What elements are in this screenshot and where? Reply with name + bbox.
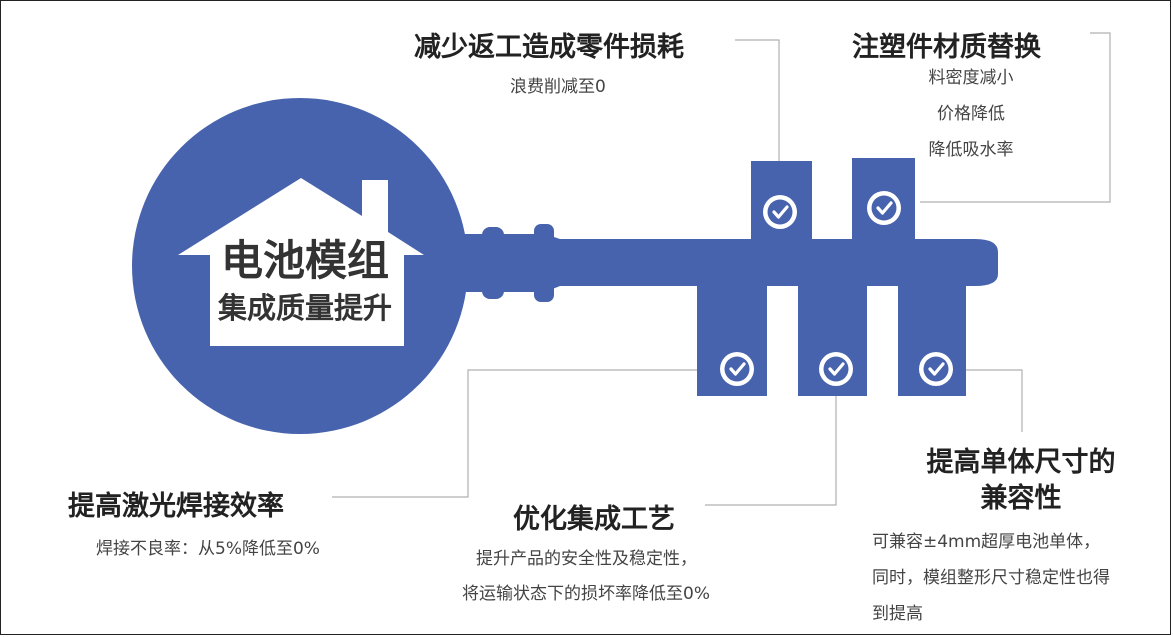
check-circle-icon <box>867 191 901 225</box>
benefit-title-5-line-1: 提高单体尺寸的 <box>926 447 1116 478</box>
connector-line-4 <box>705 375 837 506</box>
benefit-detail-5-line-1: 可兼容±4mm超厚电池单体， <box>872 532 1101 552</box>
benefit-detail-4-line-1: 提升产品的安全性及稳定性， <box>476 549 697 569</box>
connector-lines <box>332 32 1111 506</box>
benefit-title-4: 优化集成工艺 <box>513 504 675 535</box>
benefit-detail-5-line-3: 到提高 <box>872 604 923 624</box>
key-shaft <box>450 234 998 292</box>
benefit-detail-1-line-1: 浪费削减至0 <box>510 77 606 97</box>
check-circle-icon <box>819 352 853 386</box>
benefit-title-1: 减少返工造成零件损耗 <box>414 32 684 63</box>
benefit-title-5-line-2: 兼容性 <box>980 483 1062 514</box>
connector-line-1 <box>735 39 780 200</box>
connector-line-3 <box>332 369 730 498</box>
check-circle-icon <box>720 352 754 386</box>
connector-line-5 <box>940 369 1023 432</box>
benefit-detail-2-line-3: 降低吸水率 <box>928 140 1014 160</box>
connector-line-2 <box>920 32 1111 203</box>
benefit-title-2: 注塑件材质替换 <box>852 32 1041 63</box>
key-collar-2 <box>534 224 554 302</box>
benefit-detail-3-line-1: 焊接不良率：从5%降低至0% <box>96 539 320 559</box>
check-icons <box>720 191 953 386</box>
key-collar-1 <box>482 227 504 299</box>
benefit-detail-5-line-2: 同时，模组整形尺寸稳定性也得 <box>872 568 1110 588</box>
main-title: 电池模组 <box>220 236 389 285</box>
house-icon <box>178 178 424 346</box>
benefit-detail-4-line-2: 将运输状态下的损坏率降低至0% <box>462 584 710 604</box>
benefit-title-3: 提高激光焊接效率 <box>68 491 284 522</box>
check-circle-icon <box>919 352 953 386</box>
benefit-detail-2-line-1: 料密度减小 <box>928 68 1014 88</box>
benefit-detail-2-line-2: 价格降低 <box>937 104 1005 124</box>
check-circle-icon <box>763 195 797 229</box>
main-subtitle: 集成质量提升 <box>217 291 392 325</box>
